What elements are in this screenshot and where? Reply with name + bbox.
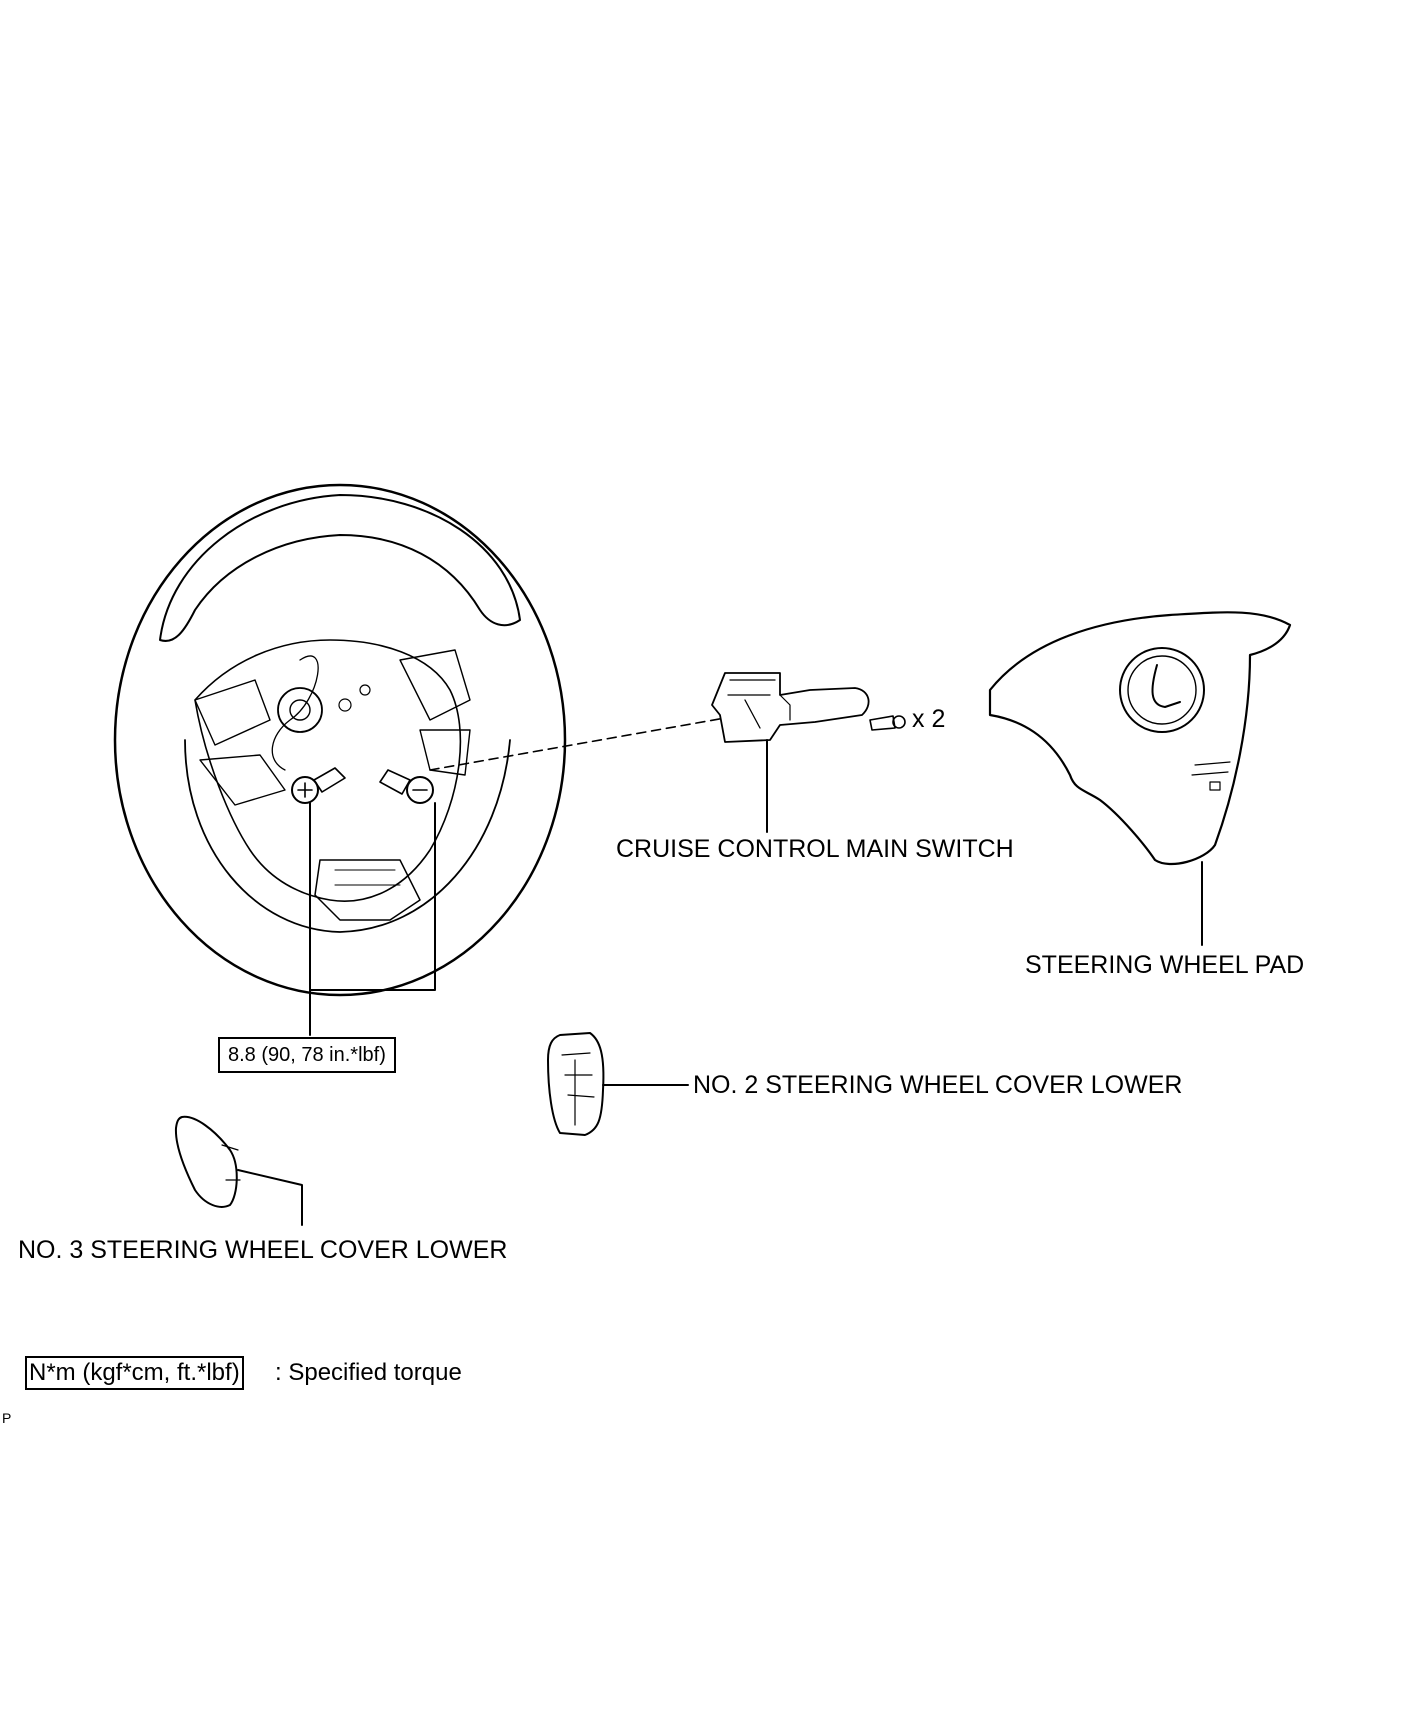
torque-spec-box: 8.8 (90, 78 in.*lbf) xyxy=(218,1037,396,1073)
assembly-dashed-line xyxy=(429,717,726,771)
cruise-switch-label: CRUISE CONTROL MAIN SWITCH xyxy=(616,835,1014,863)
torque-legend-description: : Specified torque xyxy=(275,1359,462,1386)
cruise-control-switch xyxy=(711,672,870,743)
cover3-label: NO. 3 STEERING WHEEL COVER LOWER xyxy=(18,1236,508,1264)
cover-lower-no2 xyxy=(547,1032,605,1136)
torque-unit-legend-box: N*m (kgf*cm, ft.*lbf) xyxy=(25,1356,244,1390)
screw-icon xyxy=(869,715,906,731)
cover3-leader xyxy=(237,1169,303,1226)
steering-wheel xyxy=(113,483,567,997)
steering-wheel-pad xyxy=(988,611,1292,865)
bolt-right-icon xyxy=(379,769,434,804)
lexus-emblem-icon xyxy=(1119,647,1205,733)
cover-lower-no3 xyxy=(174,1115,241,1208)
torque-leader xyxy=(309,802,436,1036)
corner-code: P xyxy=(2,1410,12,1426)
bolt-left-icon xyxy=(291,767,346,804)
screw-quantity-label: x 2 xyxy=(912,705,946,733)
cover2-label: NO. 2 STEERING WHEEL COVER LOWER xyxy=(693,1071,1183,1099)
steering-pad-label: STEERING WHEEL PAD xyxy=(1025,951,1305,979)
